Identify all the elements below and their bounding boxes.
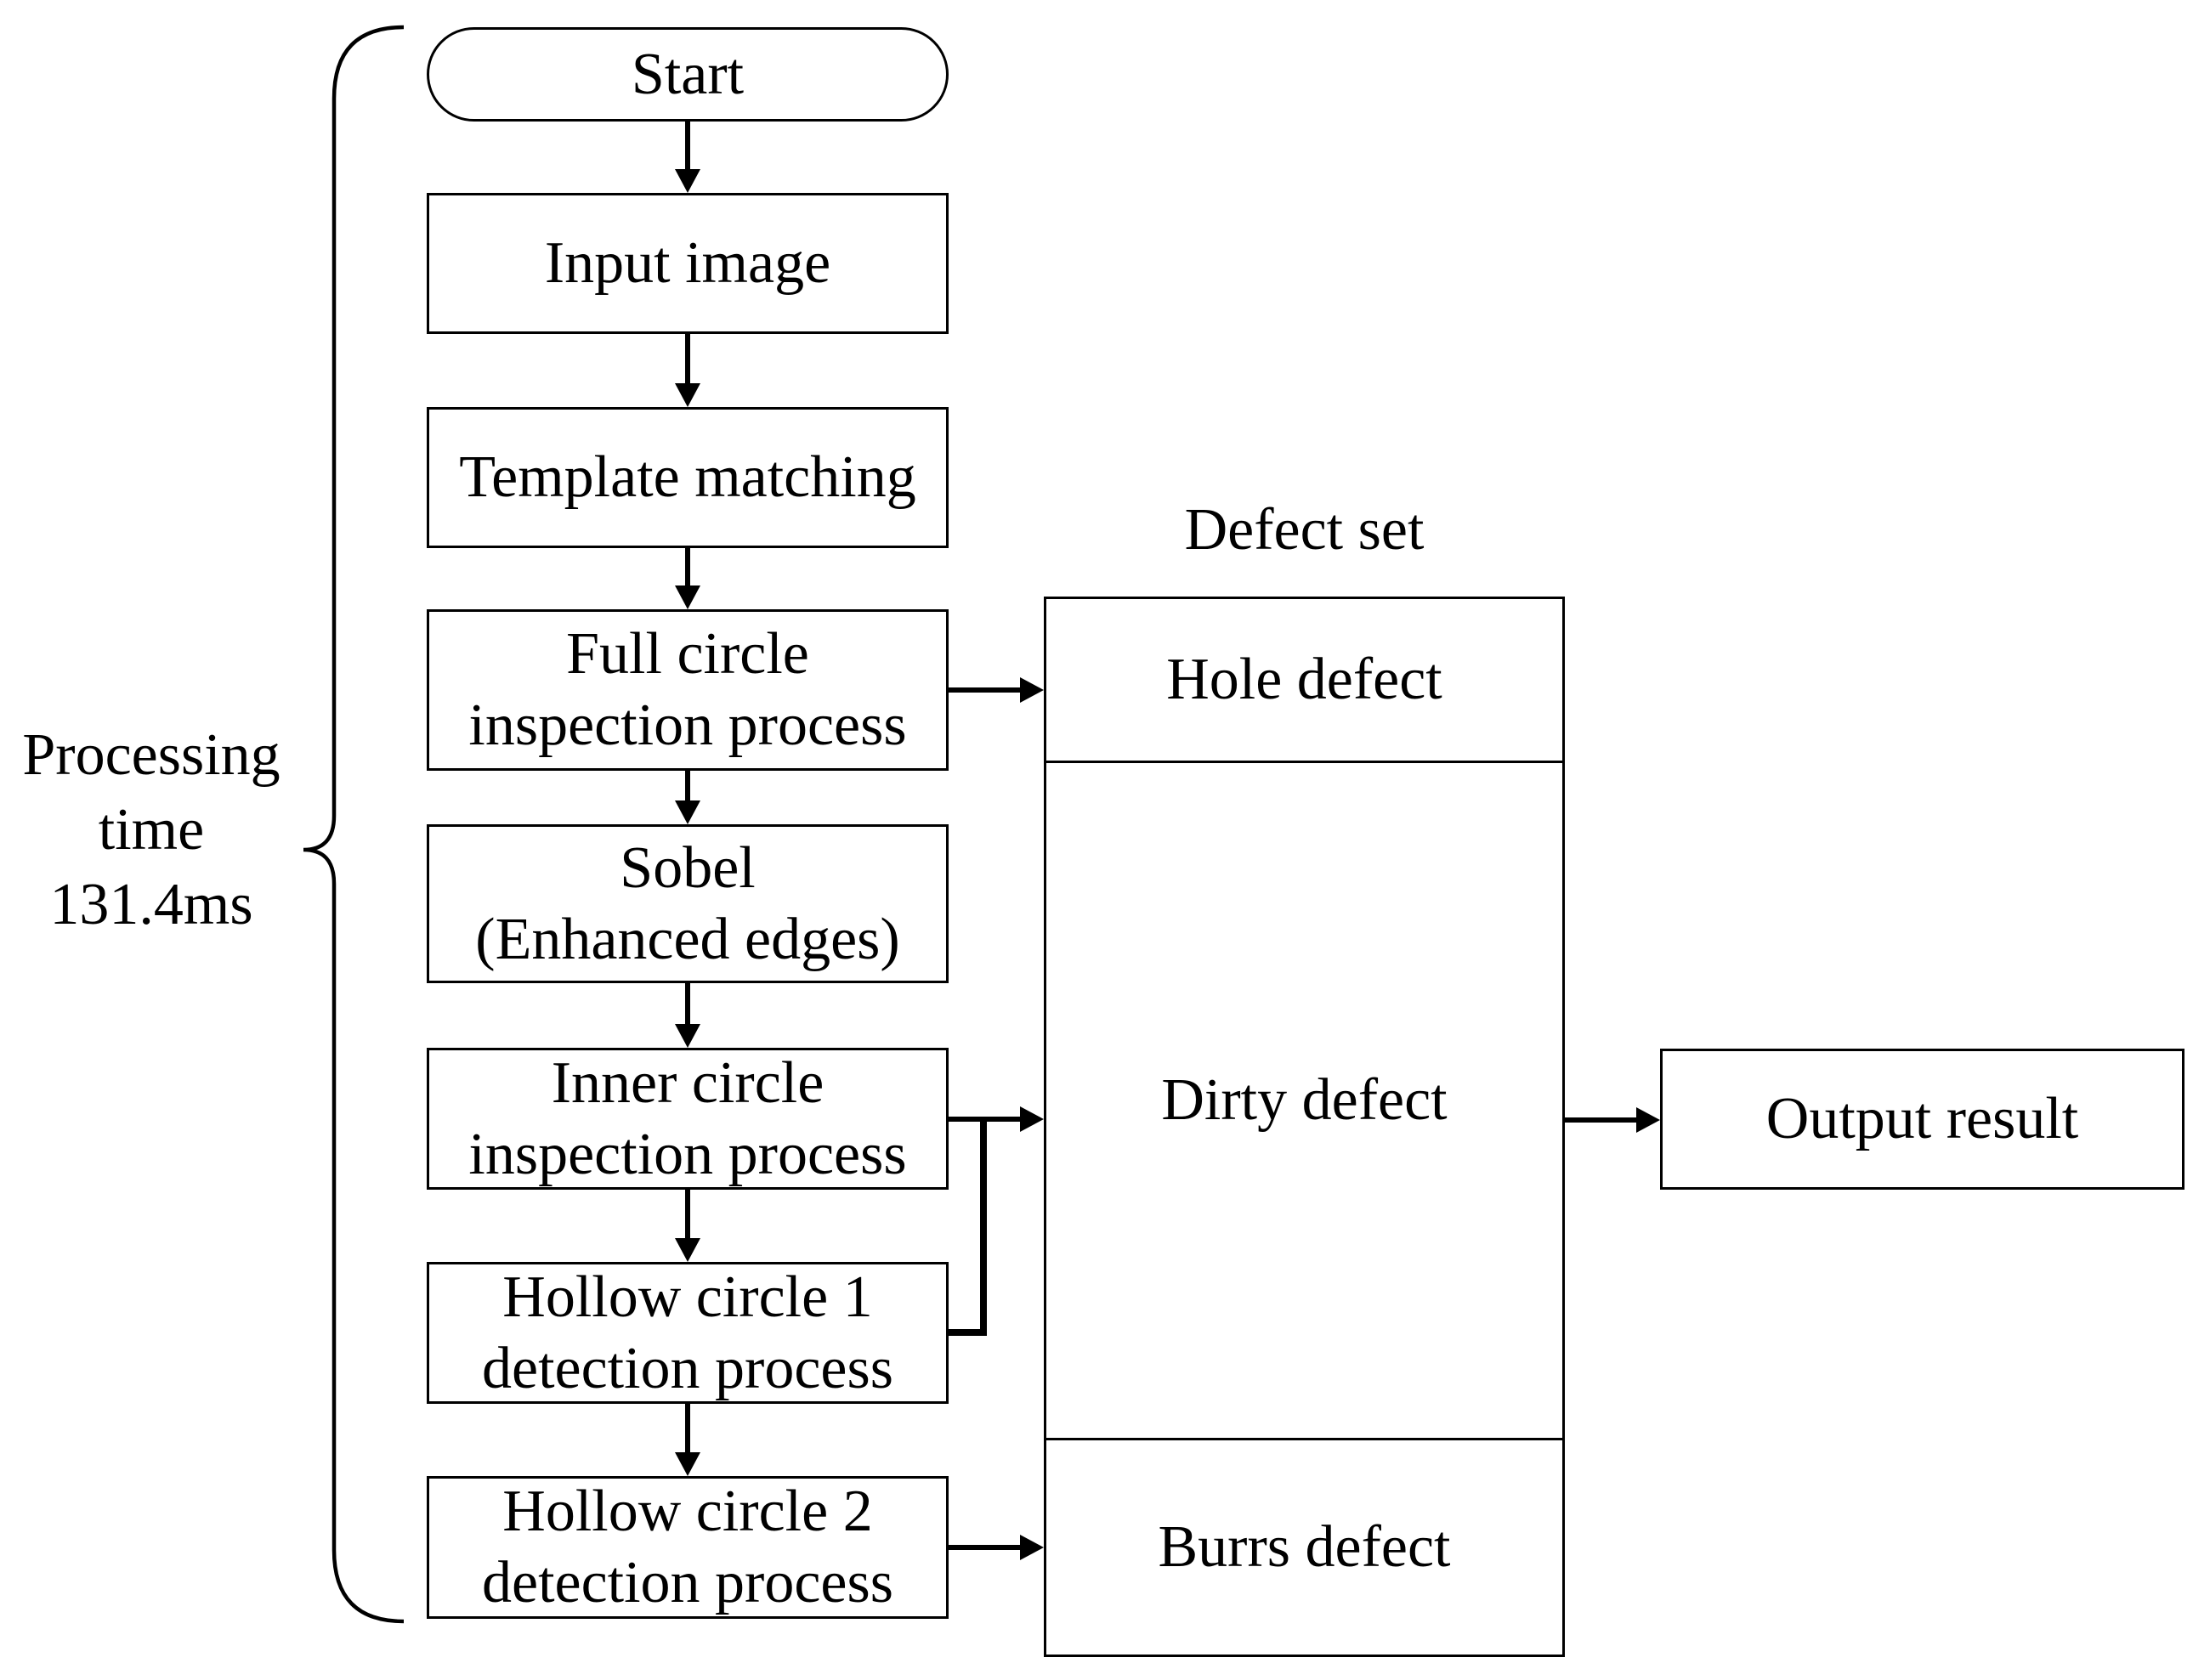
flow-step-input-image: Input image (427, 193, 949, 334)
arrow-full-circle-to-hole-defect (949, 677, 1044, 703)
connector-hollow-circle-1-to-dirty-defect (949, 1119, 987, 1336)
flow-step-hollow-circle-2-detection: Hollow circle 2 detection process (427, 1476, 949, 1619)
arrow-full-circle-to-sobel (675, 771, 700, 824)
flow-step-hollow-circle-2-detection-label: Hollow circle 2 detection process (482, 1479, 893, 1615)
flow-step-start-label: Start (631, 41, 745, 107)
flow-step-hollow-circle-1-detection-label: Hollow circle 1 detection process (482, 1264, 893, 1401)
arrow-input-image-to-template-matching (675, 334, 700, 407)
arrow-defect-set-to-output-result (1565, 1107, 1660, 1133)
arrow-template-matching-to-full-circle (675, 548, 700, 609)
arrow-start-to-input-image (675, 122, 700, 193)
output-result-box: Output result (1660, 1049, 2184, 1190)
defect-cell-hole: Hole defect (1046, 599, 1562, 763)
flow-step-inner-circle-inspection-label: Inner circle inspection process (468, 1049, 907, 1187)
arrow-hollow-circle-1-to-hollow-circle-2 (675, 1404, 700, 1476)
defect-cell-burrs: Burrs defect (1046, 1440, 1562, 1655)
flow-step-template-matching: Template matching (427, 407, 949, 548)
flow-step-input-image-label: Input image (544, 230, 831, 296)
defect-cell-dirty: Dirty defect (1046, 763, 1562, 1440)
output-result-label: Output result (1765, 1086, 2079, 1151)
flow-step-sobel-label: Sobel (Enhanced edges) (475, 834, 900, 972)
arrow-inner-circle-to-hollow-circle-1 (675, 1190, 700, 1262)
flow-step-full-circle-inspection: Full circle inspection process (427, 609, 949, 771)
flow-step-template-matching-label: Template matching (459, 444, 916, 510)
arrow-inner-circle-to-dirty-defect (949, 1106, 1044, 1132)
defect-set-title: Defect set (1184, 497, 1425, 563)
processing-time-brace (303, 25, 405, 1624)
arrow-sobel-to-inner-circle (675, 983, 700, 1048)
defect-set-table: Hole defect Dirty defect Burrs defect (1044, 597, 1565, 1657)
defect-cell-burrs-label: Burrs defect (1158, 1514, 1451, 1580)
processing-time-label: Processing time 131.4ms (22, 722, 280, 937)
flow-step-start: Start (427, 27, 949, 122)
flow-step-inner-circle-inspection: Inner circle inspection process (427, 1048, 949, 1190)
arrow-hollow-circle-2-to-burrs-defect (949, 1535, 1044, 1560)
flow-step-hollow-circle-1-detection: Hollow circle 1 detection process (427, 1262, 949, 1404)
defect-cell-hole-label: Hole defect (1166, 647, 1442, 712)
flow-step-full-circle-inspection-label: Full circle inspection process (468, 621, 907, 758)
flow-step-sobel: Sobel (Enhanced edges) (427, 824, 949, 983)
defect-cell-dirty-label: Dirty defect (1161, 1067, 1448, 1133)
